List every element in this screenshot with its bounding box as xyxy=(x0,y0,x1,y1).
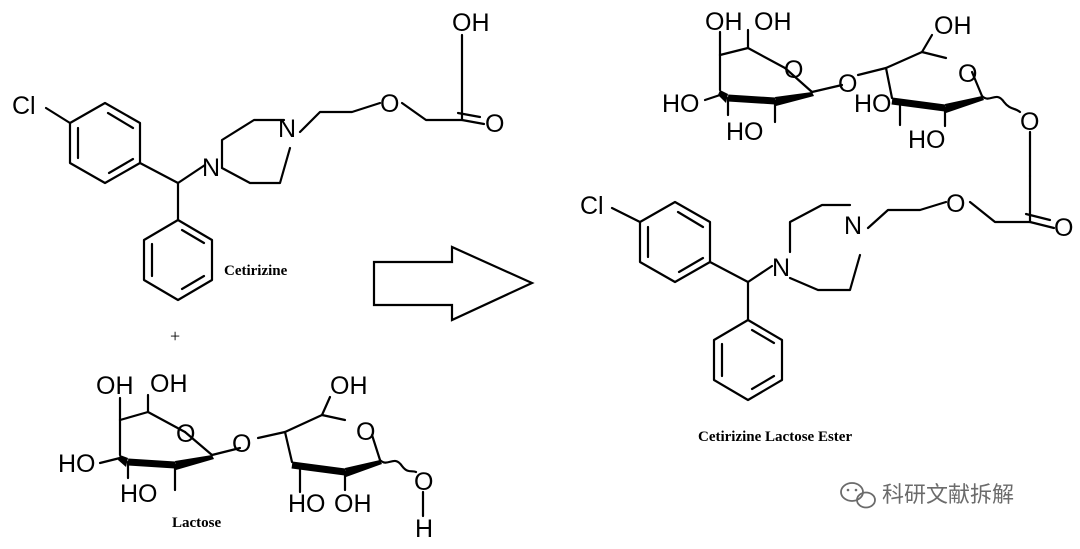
atom-o: O xyxy=(1020,108,1039,136)
atom-o: O xyxy=(414,468,433,496)
atom-o: O xyxy=(176,420,195,448)
lactose-atom-labels: OH OH O HO HO O OH O HO OH O H xyxy=(58,370,433,543)
ester-cetirizine-atom-labels: Cl N N O O xyxy=(580,190,1073,282)
atom-o: O xyxy=(784,56,803,84)
atom-oh: OH xyxy=(334,490,372,518)
atom-o: O xyxy=(946,190,965,218)
atom-oh: OH xyxy=(705,8,743,36)
atom-o: O xyxy=(356,418,375,446)
wechat-icon xyxy=(840,482,876,509)
atom-n: N xyxy=(772,254,790,282)
atom-cl: Cl xyxy=(580,192,604,220)
ester-lactose-structure xyxy=(703,28,1032,178)
atom-h: H xyxy=(415,515,433,543)
plus-sign: + xyxy=(170,326,180,346)
cetirizine-structure xyxy=(44,33,486,302)
atom-n: N xyxy=(278,115,296,143)
watermark: 科研文献拆解 xyxy=(840,482,1014,509)
atom-ho: HO xyxy=(854,90,892,118)
lactose-label: Lactose xyxy=(172,515,221,531)
cetirizine-label: Cetirizine xyxy=(224,263,288,279)
product-label: Cetirizine Lactose Ester xyxy=(698,429,852,445)
atom-n: N xyxy=(202,154,220,182)
atom-oh: OH xyxy=(96,372,134,400)
atom-cl: Cl xyxy=(12,92,36,120)
ester-cetirizine-structure xyxy=(610,174,1056,402)
atom-o: O xyxy=(485,110,504,138)
atom-ho: HO xyxy=(58,450,96,478)
atom-o: O xyxy=(232,430,251,458)
atom-oh: OH xyxy=(754,8,792,36)
atom-o: O xyxy=(958,60,977,88)
watermark-text: 科研文献拆解 xyxy=(882,483,1014,508)
atom-ho: HO xyxy=(908,126,946,154)
atom-ho: HO xyxy=(662,90,700,118)
atom-ho: HO xyxy=(288,490,326,518)
reaction-arrow-icon xyxy=(372,245,535,322)
atom-oh: OH xyxy=(934,12,972,40)
atom-oh: OH xyxy=(330,372,368,400)
atom-ho: HO xyxy=(120,480,158,508)
atom-oh: OH xyxy=(452,9,490,37)
atom-n: N xyxy=(844,212,862,240)
lactose-structure xyxy=(98,393,425,518)
atom-oh: OH xyxy=(150,370,188,398)
cetirizine-atom-labels: Cl N N O OH O xyxy=(12,9,504,182)
atom-o: O xyxy=(1054,214,1073,242)
atom-ho: HO xyxy=(726,118,764,146)
atom-o: O xyxy=(838,70,857,98)
atom-o: O xyxy=(380,90,399,118)
ester-lactose-atom-labels: OH OH O HO HO O OH O HO HO O xyxy=(662,8,1039,154)
